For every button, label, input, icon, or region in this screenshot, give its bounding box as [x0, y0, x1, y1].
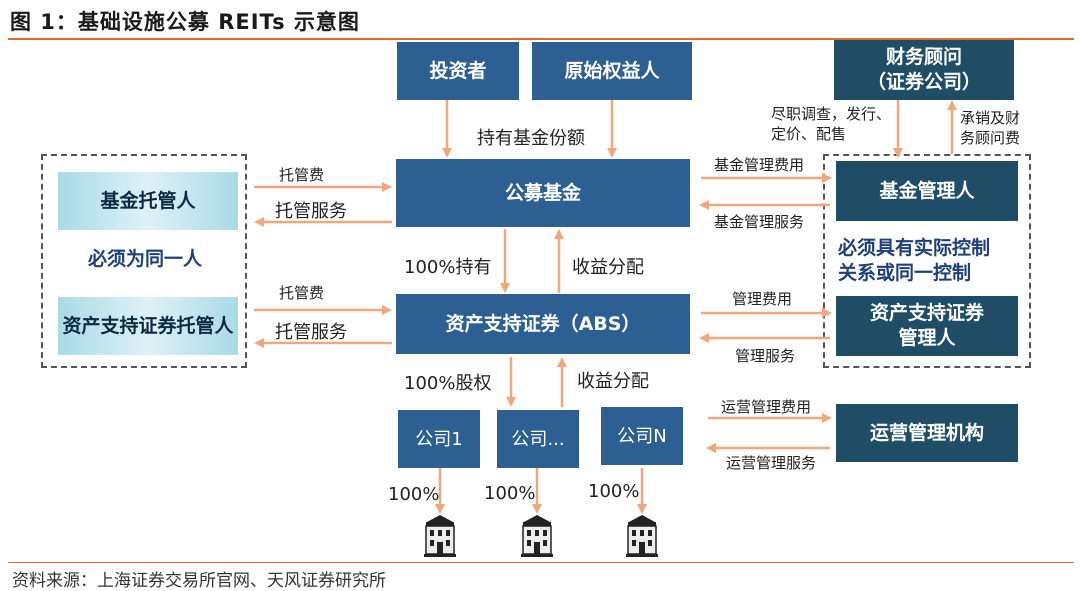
abs-manager-box: 资产支持证券 管理人	[836, 296, 1018, 356]
income-dist-label-2: 收益分配	[577, 371, 649, 392]
abs-custodian-label: 资产支持证券托管人	[62, 314, 234, 337]
pct-label-2: 100%	[484, 483, 536, 504]
mgmt-service-label: 管理服务	[735, 347, 796, 365]
abs-manager-label-line1: 资产支持证券	[869, 302, 984, 324]
pct-label-3: 100%	[588, 481, 640, 502]
pct-label-1: 100%	[388, 484, 440, 505]
ops-mgmt-service-label: 运营管理服务	[726, 454, 817, 472]
company-mid-label: 公司...	[511, 428, 565, 450]
company-mid-box: 公司...	[497, 410, 579, 468]
investor-box: 投资者	[397, 42, 519, 100]
figure-title: 图 1：基础设施公募 REITs 示意图	[10, 10, 360, 34]
company-1-box: 公司1	[398, 410, 480, 468]
underwriting-label-line2: 务顾问费	[960, 129, 1021, 147]
abs-manager-label-line2: 管理人	[898, 327, 956, 349]
equity-100-label: 100%股权	[404, 373, 492, 394]
abs-label: 资产支持证券（ABS）	[445, 312, 641, 335]
fund-mgmt-fee-label: 基金管理费用	[714, 156, 805, 174]
custody-fee-label-1: 托管费	[279, 166, 325, 184]
public-fund-box: 公募基金	[396, 159, 690, 227]
custody-service-label-2: 托管服务	[275, 322, 347, 343]
original-owner-label: 原始权益人	[564, 59, 660, 82]
bottom-divider	[8, 562, 1074, 563]
abs-box: 资产支持证券（ABS）	[396, 294, 690, 354]
fund-custodian-label: 基金托管人	[100, 189, 196, 212]
custodian-group	[41, 154, 247, 368]
building-icon	[424, 515, 456, 557]
underwriting-label-line1: 承销及财	[960, 109, 1021, 127]
advisor-label-line1: 财务顾问	[885, 46, 962, 68]
fund-custodian-box: 基金托管人	[58, 172, 238, 230]
company-n-box: 公司N	[601, 407, 683, 465]
building-icon	[521, 515, 553, 557]
operator-box: 运营管理机构	[836, 404, 1018, 462]
income-dist-label-1: 收益分配	[572, 257, 644, 278]
source-note: 资料来源：上海证券交易所官网、天风证券研究所	[12, 571, 386, 591]
public-fund-label: 公募基金	[504, 181, 581, 204]
ops-mgmt-fee-label: 运营管理费用	[721, 398, 812, 416]
due-diligence-label-line1: 尽职调查，发行、	[771, 105, 892, 123]
abs-custodian-box: 资产支持证券托管人	[58, 297, 238, 355]
top-divider	[8, 38, 1074, 40]
mgmt-fee-label: 管理费用	[732, 290, 793, 308]
control-note-line2: 关系或同一控制	[838, 262, 972, 284]
custody-fee-label-2: 托管费	[279, 284, 325, 302]
original-owner-box: 原始权益人	[532, 42, 692, 100]
hold-fund-shares-label: 持有基金份额	[477, 128, 585, 149]
custody-service-label-1: 托管服务	[275, 201, 347, 222]
fund-manager-label: 基金管理人	[879, 179, 975, 202]
hold-100-label: 100%持有	[404, 257, 492, 278]
fund-manager-box: 基金管理人	[836, 161, 1018, 221]
company-n-label: 公司N	[617, 425, 667, 447]
company-1-label: 公司1	[415, 428, 463, 450]
building-icon	[626, 515, 658, 557]
financial-advisor-box: 财务顾问 （证券公司）	[834, 40, 1014, 100]
same-person-note: 必须为同一人	[88, 248, 203, 270]
manager-group	[823, 154, 1031, 368]
control-note-line1: 必须具有实际控制	[838, 237, 991, 259]
operator-label: 运营管理机构	[869, 421, 984, 444]
fund-mgmt-service-label: 基金管理服务	[714, 213, 805, 231]
advisor-label-line2: （证券公司）	[866, 71, 981, 93]
investor-label: 投资者	[429, 59, 487, 82]
due-diligence-label-line2: 定价、配售	[771, 125, 847, 143]
